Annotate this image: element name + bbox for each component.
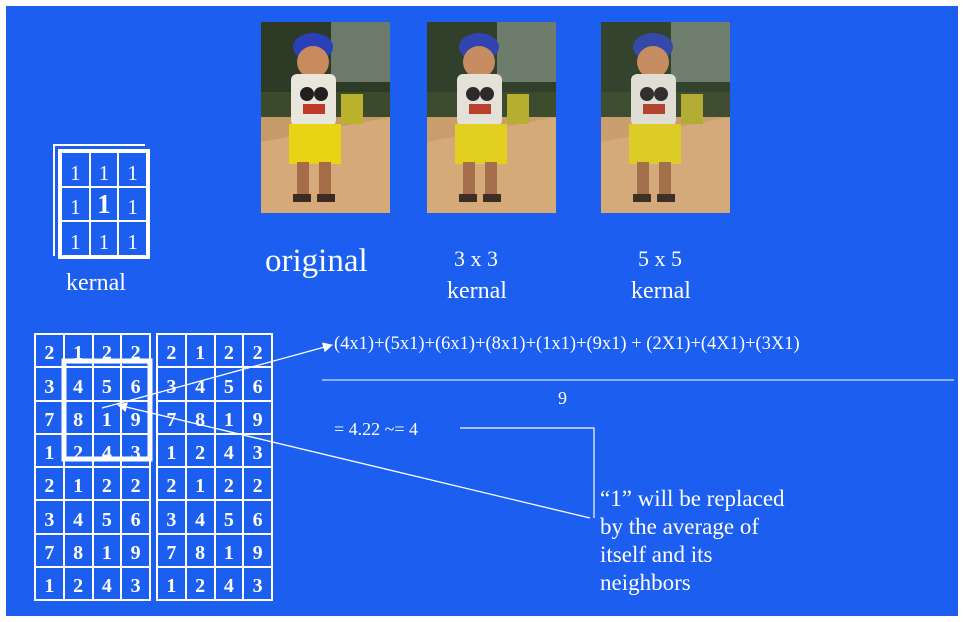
pixel-cell: 8 <box>185 400 215 434</box>
pixel-cell: 2 <box>63 566 93 600</box>
kernel-cell: 1 <box>118 186 147 222</box>
label-original: original <box>265 243 368 279</box>
pixel-cell: 1 <box>185 334 215 368</box>
slide: original 3 x 3 kernal 5 x 5 kernal 1 1 1… <box>6 6 958 616</box>
pixel-cell: 6 <box>121 367 150 401</box>
note-line: itself and its <box>600 542 713 567</box>
pixel-cell: 4 <box>63 500 93 534</box>
pixel-cell: 2 <box>35 334 64 368</box>
pixel-cell: 5 <box>214 500 244 534</box>
pixel-cell: 5 <box>92 500 122 534</box>
pixel-cell: 8 <box>63 533 93 567</box>
pixel-cell: 6 <box>243 367 272 401</box>
kernel-cell: 1 <box>89 221 119 256</box>
pixel-cell: 2 <box>214 467 244 501</box>
pixel-cell: 9 <box>243 400 272 434</box>
kernel-cell: 1 <box>118 221 147 256</box>
pixel-cell: 2 <box>185 566 215 600</box>
pixel-cell: 3 <box>121 566 150 600</box>
pixel-cell: 8 <box>63 400 93 434</box>
kernel-cell: 1 <box>89 152 119 187</box>
kernel-cell: 1 <box>118 152 147 187</box>
pixel-cell: 1 <box>63 467 93 501</box>
pixel-cell: 8 <box>185 533 215 567</box>
kernel-frame <box>53 144 145 256</box>
pixel-cell: 7 <box>35 533 64 567</box>
pixel-cell: 7 <box>157 400 186 434</box>
pixel-cell: 3 <box>35 367 64 401</box>
pixel-cell: 9 <box>121 533 150 567</box>
pixel-cell: 9 <box>243 533 272 567</box>
pixel-cell: 6 <box>243 500 272 534</box>
pixel-cell: 2 <box>121 334 150 368</box>
pixel-cell: 3 <box>121 433 150 467</box>
kernel-center-cell: 1 <box>89 186 119 222</box>
kernel-cell: 1 <box>61 221 90 256</box>
pixel-cell: 7 <box>35 400 64 434</box>
pixel-cell: 1 <box>214 533 244 567</box>
kernel-grid: 1 1 1 1 1 1 1 1 1 <box>58 149 150 259</box>
note-line: neighbors <box>600 570 691 595</box>
pixel-cell: 1 <box>63 334 93 368</box>
pixel-cell: 1 <box>35 566 64 600</box>
pixel-cell: 7 <box>157 533 186 567</box>
pixel-cell: 2 <box>157 334 186 368</box>
pixel-cell: 4 <box>214 433 244 467</box>
kernel-cell: 1 <box>61 152 90 187</box>
pixel-cell: 3 <box>243 566 272 600</box>
kernel-cell: 1 <box>61 186 90 222</box>
pixel-cell: 4 <box>92 433 122 467</box>
pixel-cell: 2 <box>243 334 272 368</box>
note-line: “1” will be replaced <box>600 486 785 511</box>
pixel-cell: 3 <box>35 500 64 534</box>
pixel-cell: 2 <box>92 467 122 501</box>
formula-denominator: 9 <box>558 388 567 408</box>
note-line: by the average of <box>600 514 760 539</box>
formula-result: = 4.22 ~= 4 <box>334 419 419 439</box>
pixel-cell: 1 <box>214 400 244 434</box>
pixel-cell: 4 <box>185 367 215 401</box>
pixel-cell: 1 <box>35 433 64 467</box>
pixel-cell: 2 <box>92 334 122 368</box>
pixel-cell: 2 <box>214 334 244 368</box>
result-connector <box>460 427 595 518</box>
pixel-cell: 4 <box>214 566 244 600</box>
pixel-cell: 4 <box>185 500 215 534</box>
label-5x5-kernal: kernal <box>631 278 691 304</box>
pixel-cell: 5 <box>92 367 122 401</box>
pixel-cell: 3 <box>157 367 186 401</box>
pixel-cell: 2 <box>63 433 93 467</box>
pixel-cell: 2 <box>157 467 186 501</box>
pixel-cell: 2 <box>185 433 215 467</box>
pixel-cell: 1 <box>92 533 122 567</box>
pixel-cell: 1 <box>157 566 186 600</box>
pixel-cell: 9 <box>121 400 150 434</box>
pixel-cell: 5 <box>214 367 244 401</box>
pixel-cell: 4 <box>92 566 122 600</box>
pixel-cell: 2 <box>35 467 64 501</box>
original-photo <box>261 22 390 213</box>
pixel-cell: 2 <box>121 467 150 501</box>
pixel-cell: 3 <box>243 433 272 467</box>
pixel-cell: 1 <box>92 400 122 434</box>
label-kernal: kernal <box>66 270 126 296</box>
label-3x3-size: 3 x 3 <box>454 246 498 271</box>
pixel-cell: 1 <box>185 467 215 501</box>
label-5x5-size: 5 x 5 <box>638 246 682 271</box>
pixel-cell: 4 <box>63 367 93 401</box>
blur-3x3-photo <box>427 22 556 213</box>
explanation-note: “1” will be replaced by the average of i… <box>600 485 785 597</box>
pixel-cell: 1 <box>157 433 186 467</box>
formula-numerator: (4x1)+(5x1)+(6x1)+(8x1)+(1x1)+(9x1) + (2… <box>334 334 800 354</box>
blur-5x5-photo <box>601 22 730 213</box>
pixel-cell: 6 <box>121 500 150 534</box>
pixel-cell: 3 <box>157 500 186 534</box>
pixel-cell: 2 <box>243 467 272 501</box>
label-3x3-kernal: kernal <box>447 278 507 304</box>
